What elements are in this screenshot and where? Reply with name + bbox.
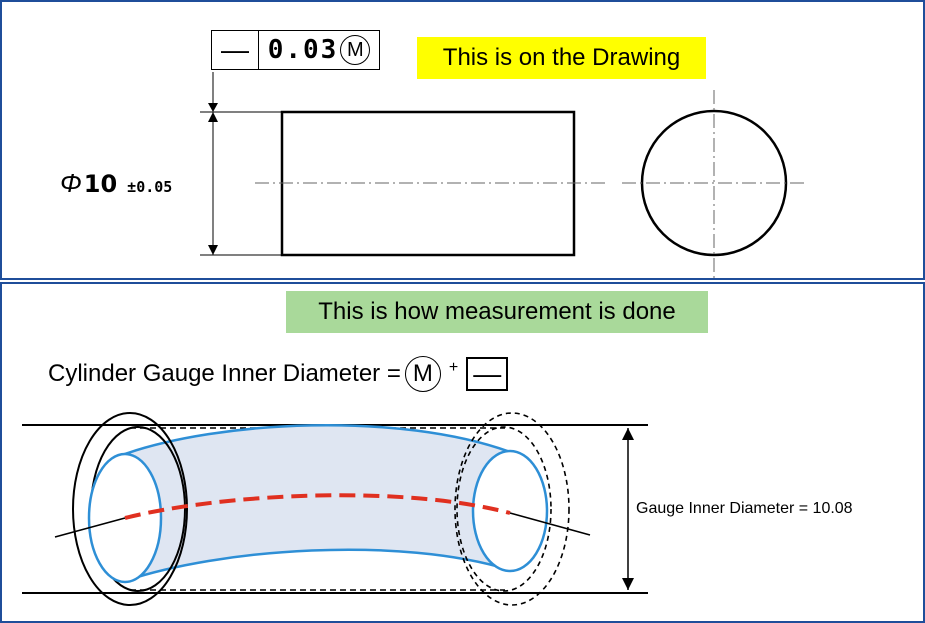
part-end-view [622, 90, 806, 278]
mmc-modifier-icon: M [340, 35, 371, 65]
gauge-ring-right-inner [456, 426, 552, 592]
gauge-ring-right-outer [454, 412, 570, 606]
fcf-tolerance-value: 0.03 [267, 35, 339, 65]
fcf-tolerance-cell: 0.03 M [259, 31, 379, 69]
measurement-caption: This is how measurement is done [286, 291, 708, 333]
diameter-tolerance: ±0.05 [127, 178, 173, 196]
fcf-leader-arrow [208, 103, 218, 112]
gauge-dimension-arrow-top [622, 428, 634, 440]
flatness-symbol: — [212, 31, 259, 69]
dimension-arrow-top [208, 112, 218, 122]
formula-flatness-icon: — [466, 357, 509, 391]
formula-plus: + [448, 359, 459, 376]
diameter-value: 10 [83, 170, 118, 198]
drawing-caption: This is on the Drawing [417, 37, 706, 79]
formula-text: Cylinder Gauge Inner Diameter = [48, 360, 401, 387]
gauge-diameter-label: Gauge Inner Diameter = 10.08 [636, 500, 853, 517]
gauge-ring-left-outer [72, 412, 188, 606]
dimension-arrow-bottom [208, 245, 218, 255]
gauge-formula: Cylinder Gauge Inner Diameter = M + — [48, 356, 509, 392]
feature-control-frame: — 0.03 M [211, 30, 380, 70]
bent-part-body [122, 425, 510, 582]
axis-line-left [54, 517, 126, 538]
bent-axis-red [124, 493, 511, 520]
formula-mmc-icon: M [404, 356, 441, 392]
diameter-dimension: Φ 10 ±0.05 [60, 168, 172, 199]
gauge-illustration [22, 412, 648, 606]
diameter-symbol: Φ [60, 168, 82, 198]
axis-line-right [509, 512, 591, 536]
part-side-view [200, 72, 605, 257]
gauge-dimension-arrow-bottom [622, 578, 634, 590]
